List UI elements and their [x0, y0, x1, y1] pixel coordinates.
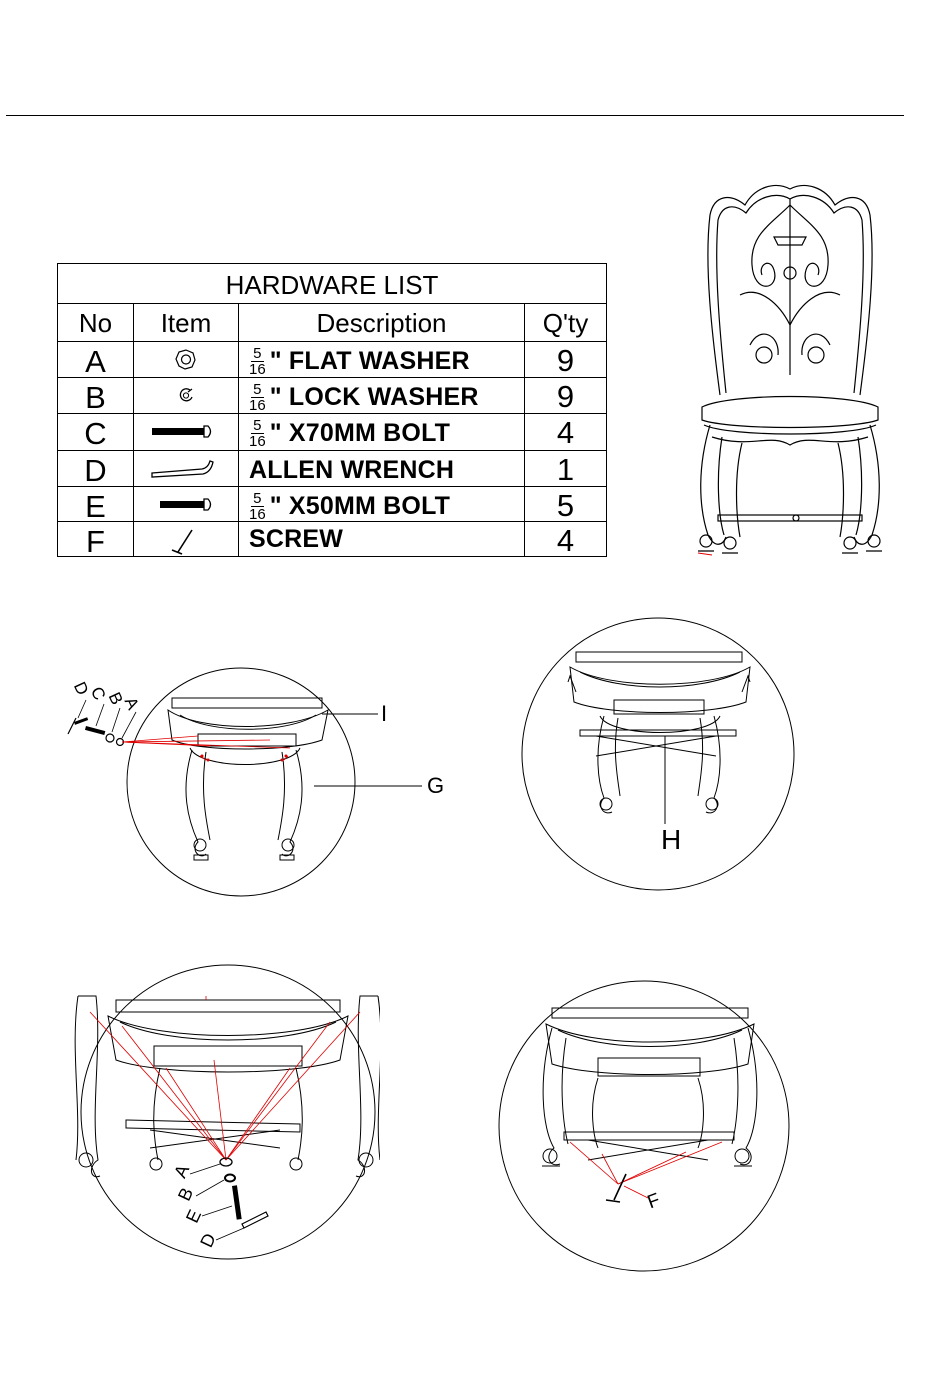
flat-washer-icon [134, 342, 238, 378]
row-description: " X50MM BOLT [270, 492, 450, 521]
step4-screw-fastening-diagram [498, 978, 798, 1276]
label-i: I [381, 703, 387, 725]
long-bolt-icon [134, 414, 238, 451]
header-item: Item [134, 304, 239, 341]
row-description: ALLEN WRENCH [249, 456, 454, 485]
header-qty: Q'ty [525, 304, 606, 341]
row-description: SCREW [249, 525, 343, 554]
allen-wrench-icon [134, 451, 238, 487]
row-qty: 4 [525, 414, 606, 450]
row-qty: 1 [525, 451, 606, 486]
hardware-list-title: HARDWARE LIST [58, 264, 606, 304]
screw-icon [134, 522, 238, 556]
table-row: D ALLEN WRENCH 1 [58, 451, 606, 487]
row-no: D [58, 451, 134, 486]
row-description: " FLAT WASHER [270, 347, 470, 376]
top-rule [6, 115, 904, 116]
row-qty: 5 [525, 487, 606, 521]
row-no: F [58, 522, 134, 556]
row-no: B [58, 378, 134, 413]
table-row: F SCREW 4 [58, 522, 606, 556]
header-description: Description [239, 304, 525, 341]
row-no: A [58, 342, 134, 377]
row-no: E [58, 487, 134, 521]
label-g: G [427, 775, 444, 797]
assembled-chair-illustration [690, 175, 890, 565]
label-h: H [661, 826, 681, 854]
row-qty: 9 [525, 378, 606, 413]
header-no: No [58, 304, 134, 341]
row-qty: 9 [525, 342, 606, 377]
lock-washer-icon [134, 378, 238, 414]
step2-cross-stretcher-diagram [520, 612, 800, 897]
row-no: C [58, 414, 134, 450]
short-bolt-icon [134, 487, 238, 522]
hardware-header-row: No Item Description Q'ty [58, 304, 606, 342]
row-qty: 4 [525, 522, 606, 556]
step3-stretcher-bolting-diagram [60, 960, 380, 1265]
row-description: " X70MM BOLT [270, 419, 450, 448]
hardware-list-table: HARDWARE LIST No Item Description Q'ty A… [57, 263, 607, 557]
row-description: " LOCK WASHER [270, 383, 479, 412]
